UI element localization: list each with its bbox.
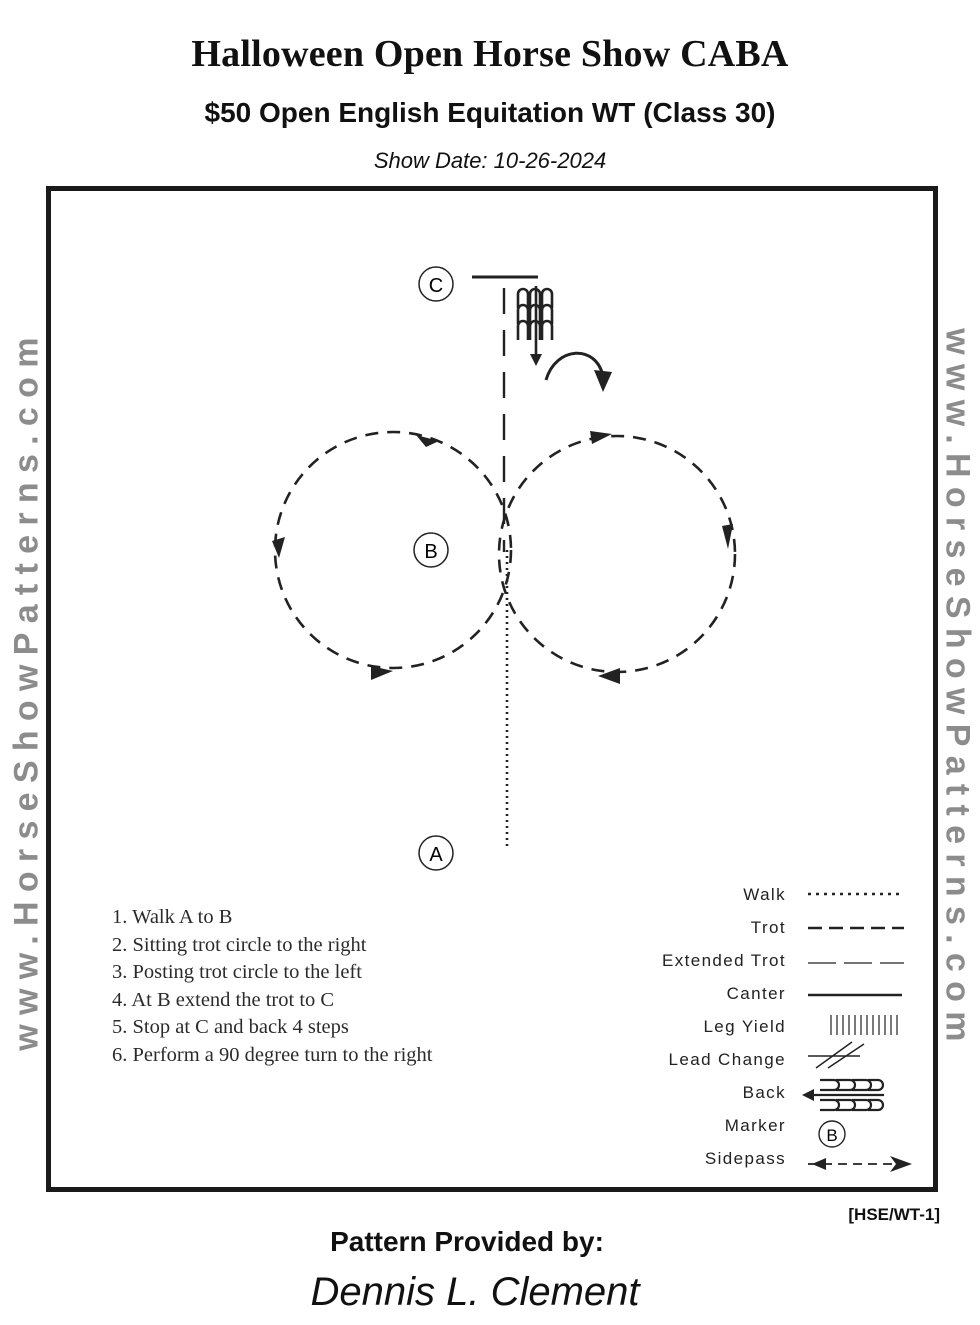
marker-a-circle bbox=[418, 835, 454, 871]
legend-label-trot: Trot bbox=[750, 918, 786, 937]
instruction-step: 6. Perform a 90 degree turn to the right bbox=[112, 1043, 433, 1066]
legend-leg-yield-symbol bbox=[830, 1015, 898, 1035]
right-circle-arrow-top bbox=[590, 431, 612, 444]
instruction-step: 3. Posting trot circle to the left bbox=[112, 961, 362, 984]
provided-by-heading: Pattern Provided by: bbox=[330, 1226, 604, 1257]
legend-back-symbol bbox=[812, 1078, 885, 1112]
turn-arrow bbox=[594, 370, 612, 392]
left-circle-arrow-bottom bbox=[371, 666, 393, 680]
arena-border bbox=[46, 186, 938, 1192]
marker-c-label: C bbox=[429, 275, 443, 297]
legend-sidepass-symbol bbox=[808, 1156, 912, 1172]
legend-lead-change-symbol bbox=[808, 1041, 865, 1069]
legend-label-canter: Canter bbox=[726, 984, 786, 1003]
instruction-step: 2. Sitting trot circle to the right bbox=[112, 933, 367, 956]
right-trot-circle bbox=[497, 434, 737, 674]
instruction-step: 4. At B extend the trot to C bbox=[112, 988, 335, 1011]
legend-marker-letter: B bbox=[826, 1126, 837, 1145]
back-steps bbox=[516, 286, 554, 362]
marker-c-circle bbox=[418, 266, 454, 302]
instruction-step: 5. Stop at C and back 4 steps bbox=[112, 1016, 349, 1039]
instructions-list: 1. Walk A to B 2. Sitting trot circle to… bbox=[112, 904, 433, 1070]
pattern-code: [HSE/WT-1] bbox=[848, 1205, 940, 1224]
class-subtitle: $50 Open English Equitation WT (Class 30… bbox=[204, 97, 776, 128]
legend-label-lead-change: Lead Change bbox=[668, 1050, 786, 1069]
right-circle-arrow-right bbox=[722, 524, 733, 549]
legend-label-extended-trot: Extended Trot bbox=[661, 951, 786, 970]
back-arrow bbox=[530, 354, 542, 366]
instruction-step: 1. Walk A to B bbox=[112, 906, 233, 928]
legend-label-sidepass: Sidepass bbox=[704, 1149, 786, 1168]
left-trot-circle bbox=[273, 430, 513, 670]
show-date: Show Date: 10-26-2024 bbox=[373, 148, 607, 173]
pattern-title: Halloween Open Horse Show CABA bbox=[191, 33, 789, 75]
legend-label-walk: Walk bbox=[743, 885, 786, 904]
legend-label-marker: Marker bbox=[724, 1116, 786, 1135]
left-circle-arrow-top bbox=[416, 435, 439, 447]
marker-a-label: A bbox=[429, 844, 443, 866]
legend-label-leg-yield: Leg Yield bbox=[703, 1017, 786, 1036]
legend-back-arrow bbox=[802, 1089, 814, 1101]
marker-b-label: B bbox=[424, 541, 437, 563]
author-name: Dennis L. Clement bbox=[310, 1270, 640, 1314]
marker-b-circle bbox=[413, 532, 449, 568]
legend-label-back: Back bbox=[742, 1083, 786, 1102]
legend-marker-circle bbox=[818, 1120, 846, 1148]
left-circle-arrow-left bbox=[272, 537, 285, 558]
turn-arc bbox=[544, 351, 605, 381]
right-circle-arrow-bottom bbox=[598, 668, 620, 684]
